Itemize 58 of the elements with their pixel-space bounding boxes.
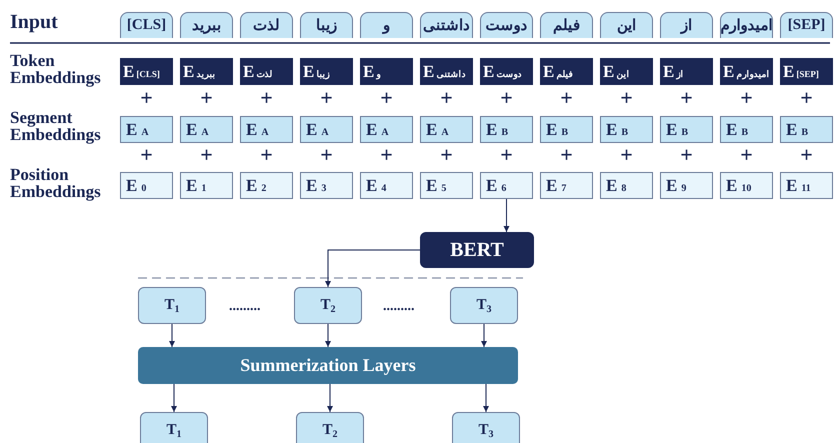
- plus-sign: +: [619, 142, 634, 168]
- plus-sign: +: [559, 142, 574, 168]
- ellipsis-dots: .........: [229, 299, 260, 315]
- plus-sign: +: [319, 85, 334, 111]
- input-token-tab: زیبا: [300, 12, 353, 38]
- row-label: Input: [10, 14, 59, 31]
- arrow: [325, 250, 420, 288]
- arrow: [504, 198, 510, 232]
- plus-sign: +: [799, 85, 814, 111]
- plus-sign: +: [739, 142, 754, 168]
- input-token-tab: ببرید: [180, 12, 233, 38]
- input-token-tab: فیلم: [540, 12, 593, 38]
- plus-sign: +: [139, 142, 154, 168]
- input-token-tab: این: [600, 12, 653, 38]
- output-token-box: T$_{3}$: [452, 412, 520, 443]
- plus-sign: +: [499, 85, 514, 111]
- plus-sign: +: [379, 142, 394, 168]
- plus-sign: +: [679, 142, 694, 168]
- plus-sign: +: [259, 85, 274, 111]
- plus-sign: +: [439, 85, 454, 111]
- row-label: Position Embeddings: [10, 166, 102, 200]
- input-token-tab: لذت: [240, 12, 293, 38]
- input-token-tab: داشتنی: [420, 12, 473, 38]
- plus-sign: +: [559, 85, 574, 111]
- arrow: [481, 324, 487, 348]
- arrow: [169, 324, 175, 348]
- plus-sign: +: [319, 142, 334, 168]
- input-token-tab: از: [660, 12, 713, 38]
- plus-sign: +: [739, 85, 754, 111]
- row-label: Token Embeddings: [10, 52, 102, 86]
- plus-sign: +: [379, 85, 394, 111]
- output-token-box: T$_{1}$: [138, 287, 206, 324]
- plus-sign: +: [679, 85, 694, 111]
- plus-sign: +: [259, 142, 274, 168]
- plus-sign: +: [619, 85, 634, 111]
- model-box: BERT: [420, 232, 534, 268]
- arrow: [483, 384, 489, 412]
- plus-sign: +: [439, 142, 454, 168]
- arrow: [325, 324, 331, 348]
- row-label: Segment Embeddings: [10, 109, 102, 143]
- output-token-box: T$_{3}$: [450, 287, 518, 324]
- plus-sign: +: [139, 85, 154, 111]
- input-token-tab: دوست: [480, 12, 533, 38]
- input-token-tab: [SEP]: [780, 12, 833, 38]
- input-token-tab: [CLS]: [120, 12, 173, 38]
- output-token-box: T$_{2}$: [294, 287, 362, 324]
- input-token-tab: و: [360, 12, 413, 38]
- output-token-box: T$_{2}$: [296, 412, 364, 443]
- plus-sign: +: [199, 85, 214, 111]
- plus-sign: +: [199, 142, 214, 168]
- input-token-tab: امیدوارم: [720, 12, 773, 38]
- output-token-box: T$_{1}$: [140, 412, 208, 443]
- ellipsis-dots: .........: [383, 299, 414, 315]
- plus-sign: +: [499, 142, 514, 168]
- arrow: [327, 384, 333, 412]
- plus-sign: +: [799, 142, 814, 168]
- layer-bar: Summerization Layers: [138, 347, 518, 384]
- arrow: [171, 384, 177, 412]
